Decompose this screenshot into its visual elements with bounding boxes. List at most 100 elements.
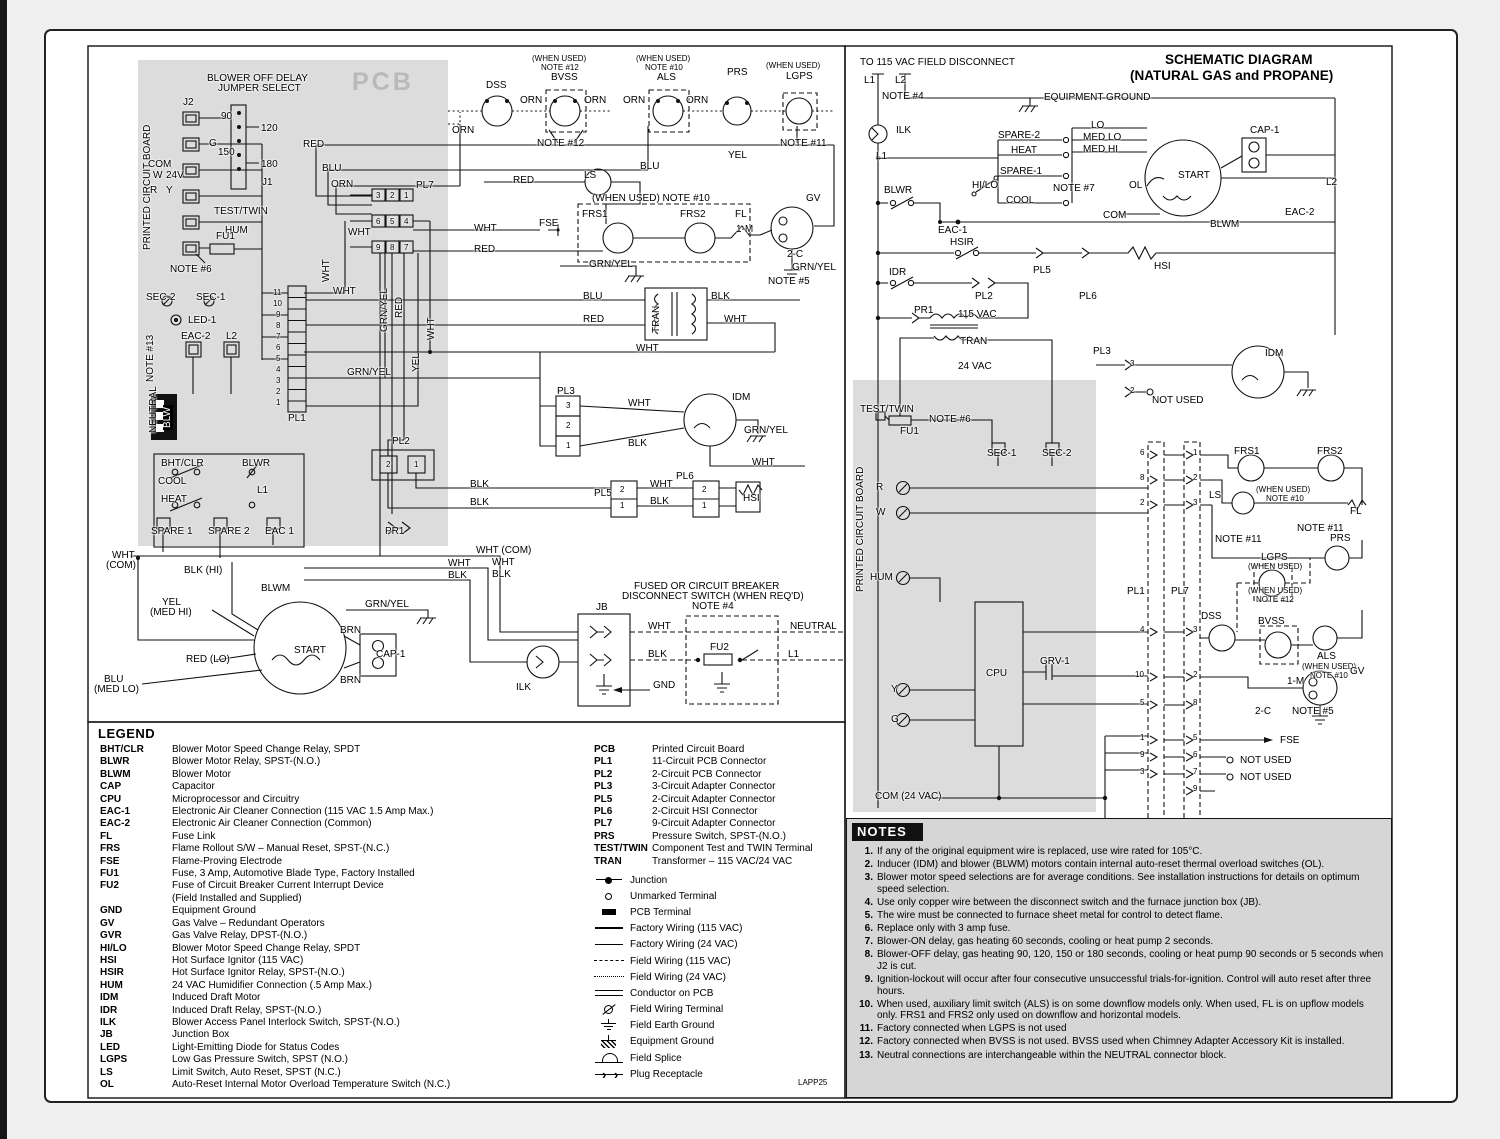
- legend-entry: TRAN Transformer – 115 VAC/24 VAC: [594, 856, 842, 868]
- legend-abbr: PRS: [594, 830, 615, 842]
- field-wiring-24-icon: [594, 971, 624, 984]
- legend-symbol-row: Unmarked Terminal: [594, 888, 842, 904]
- legend-entry: PL5 2-Circuit Adapter Connector: [594, 794, 842, 806]
- legend-entry: IDM Induced Draft Motor: [100, 992, 588, 1004]
- legend-abbr: PCB: [594, 744, 616, 755]
- legend-symbol-desc: Unmarked Terminal: [630, 890, 717, 902]
- field-earth-ground-icon: [594, 1019, 624, 1032]
- legend-desc: Flame-Proving Electrode: [172, 855, 283, 867]
- junction-icon: [594, 873, 624, 887]
- factory-wiring-24-icon: [594, 938, 624, 952]
- note-text: Ignition-lockout will occur after four c…: [877, 973, 1372, 997]
- legend-entry: FU1 Fuse, 3 Amp, Automotive Blade Type, …: [100, 868, 588, 880]
- field-splice-icon: [594, 1051, 624, 1065]
- notes-panel: NOTES 1. If any of the original equipmen…: [846, 818, 1392, 1098]
- note-text: When used, auxiliary limit switch (ALS) …: [877, 998, 1364, 1022]
- legend-symbol-desc: Field Wiring (115 VAC): [630, 955, 731, 967]
- legend-abbr: GV: [100, 917, 115, 929]
- legend-abbr: FL: [100, 830, 113, 842]
- legend-entry: FRS Flame Rollout S/W – Manual Reset, SP…: [100, 843, 588, 855]
- note-text: Factory connected when BVSS is not used.…: [877, 1036, 1345, 1048]
- note-number: 1.: [864, 846, 873, 857]
- legend-entry: GV Gas Valve – Redundant Operators: [100, 918, 588, 930]
- legend-symbol-desc: PCB Terminal: [630, 906, 691, 918]
- legend-desc: Printed Circuit Board: [652, 744, 745, 755]
- plug-receptacle-icon: [594, 1067, 624, 1082]
- legend-symbol-row: Equipment Ground: [594, 1034, 842, 1050]
- legend-abbr: FRS: [100, 843, 120, 855]
- legend-abbr: HUM: [100, 979, 123, 991]
- legend-abbr: BLWR: [100, 756, 130, 768]
- legend-abbr: PL6: [594, 806, 613, 818]
- legend-abbr: TRAN: [594, 855, 622, 867]
- legend-entry: GND Equipment Ground: [100, 905, 588, 917]
- note-text: If any of the original equipment wire is…: [877, 846, 1203, 857]
- legend-entry: CAP Capacitor: [100, 781, 588, 793]
- note-text: Blower motor speed selections are for av…: [877, 872, 1360, 895]
- legend-symbol-row: Conductor on PCB: [594, 985, 842, 1001]
- note-text: Blower-ON delay, gas heating 60 seconds,…: [877, 936, 1214, 948]
- legend-abbr: PL1: [594, 756, 613, 768]
- legend-desc: Capacitor: [172, 781, 215, 793]
- legend-entry: LGPS Low Gas Pressure Switch, SPST (N.O.…: [100, 1054, 588, 1066]
- legend-column-1: BHT/CLR Blower Motor Speed Change Relay,…: [100, 744, 588, 1091]
- equipment-ground-icon: [594, 1035, 624, 1049]
- legend-symbol-row: PCB Terminal: [594, 904, 842, 920]
- schematic-diagram-wires: [844, 45, 1393, 1099]
- legend-entry: EAC-1 Electronic Air Cleaner Connection …: [100, 806, 588, 818]
- legend-symbol-row: Factory Wiring (115 VAC): [594, 921, 842, 937]
- legend-entry: PL3 3-Circuit Adapter Connector: [594, 781, 842, 793]
- legend-abbr: HI/LO: [100, 942, 127, 954]
- legend-desc: Induced Draft Relay, SPST-(N.O.): [172, 1004, 322, 1016]
- legend-abbr: FU2: [100, 880, 119, 892]
- legend-entry: HI/LO Blower Motor Speed Change Relay, S…: [100, 943, 588, 955]
- legend-entry: FSE Flame-Proving Electrode: [100, 856, 588, 868]
- legend-abbr: PL7: [594, 818, 613, 830]
- legend-abbr: GVR: [100, 930, 122, 942]
- legend-desc: 9-Circuit Adapter Connector: [652, 818, 776, 830]
- legend-desc: 2-Circuit PCB Connector: [652, 768, 762, 780]
- note-item: 12. Factory connected when BVSS is not u…: [853, 1036, 1387, 1048]
- legend-entry: PL7 9-Circuit Adapter Connector: [594, 818, 842, 830]
- legend-entry: CPU Microprocessor and Circuitry: [100, 794, 588, 806]
- legend-abbr: HSIR: [100, 967, 124, 979]
- legend-abbr: LED: [100, 1041, 120, 1053]
- legend-abbr: JB: [100, 1029, 113, 1041]
- note-number: 13.: [859, 1049, 873, 1061]
- legend-abbr: EAC-2: [100, 818, 131, 830]
- note-item: 8. Blower-OFF delay, gas heating 90, 120…: [853, 949, 1387, 972]
- legend-entry: FL Fuse Link: [100, 831, 588, 843]
- note-item: 2. Inducer (IDM) and blower (BLWM) motor…: [853, 859, 1387, 871]
- legend-symbol-row: Junction: [594, 872, 842, 888]
- legend-desc: Equipment Ground: [172, 905, 256, 917]
- legend-desc: Electronic Air Cleaner Connection (115 V…: [172, 806, 434, 818]
- note-number: 12.: [859, 1036, 873, 1048]
- note-item: 9. Ignition-lockout will occur after fou…: [853, 974, 1387, 997]
- legend-symbol-desc: Field Earth Ground: [630, 1020, 715, 1032]
- legend-desc: Junction Box: [172, 1029, 230, 1041]
- legend-desc: Auto-Reset Internal Motor Overload Tempe…: [172, 1078, 451, 1090]
- field-wiring-115-icon: [594, 955, 624, 968]
- legend-abbr: GND: [100, 905, 123, 917]
- legend-desc: 2-Circuit HSI Connector: [652, 806, 758, 818]
- legend-entry: BHT/CLR Blower Motor Speed Change Relay,…: [100, 744, 588, 756]
- note-number: 11.: [859, 1023, 873, 1035]
- note-text: Blower-OFF delay, gas heating 90, 120, 1…: [877, 949, 1384, 972]
- legend-entry: OL Auto-Reset Internal Motor Overload Te…: [100, 1079, 588, 1091]
- legend-entry: HSI Hot Surface Ignitor (115 VAC): [100, 955, 588, 967]
- legend-desc: Electronic Air Cleaner Connection (Commo…: [172, 818, 372, 830]
- legend-entry: PL6 2-Circuit HSI Connector: [594, 806, 842, 818]
- note-text: Use only copper wire between the disconn…: [877, 896, 1262, 908]
- legend-entry: PCB Printed Circuit Board: [594, 744, 842, 756]
- legend-desc: Low Gas Pressure Switch, SPST (N.O.): [172, 1054, 348, 1066]
- legend-entry: IDR Induced Draft Relay, SPST-(N.O.): [100, 1005, 588, 1017]
- legend-entry: FU2 Fuse of Circuit Breaker Current Inte…: [100, 880, 588, 905]
- legend-symbol-row: Field Wiring (24 VAC): [594, 969, 842, 985]
- legend-desc: Blower Motor Speed Change Relay, SPDT: [172, 942, 361, 954]
- legend-symbol-desc: Plug Receptacle: [630, 1068, 703, 1080]
- legend-abbr: CPU: [100, 793, 122, 805]
- legend-abbr: TEST/TWIN: [594, 843, 648, 855]
- legend-desc: Transformer – 115 VAC/24 VAC: [652, 855, 793, 867]
- legend-desc: 3-Circuit Adapter Connector: [652, 781, 776, 793]
- note-item: 10. When used, auxiliary limit switch (A…: [853, 999, 1387, 1022]
